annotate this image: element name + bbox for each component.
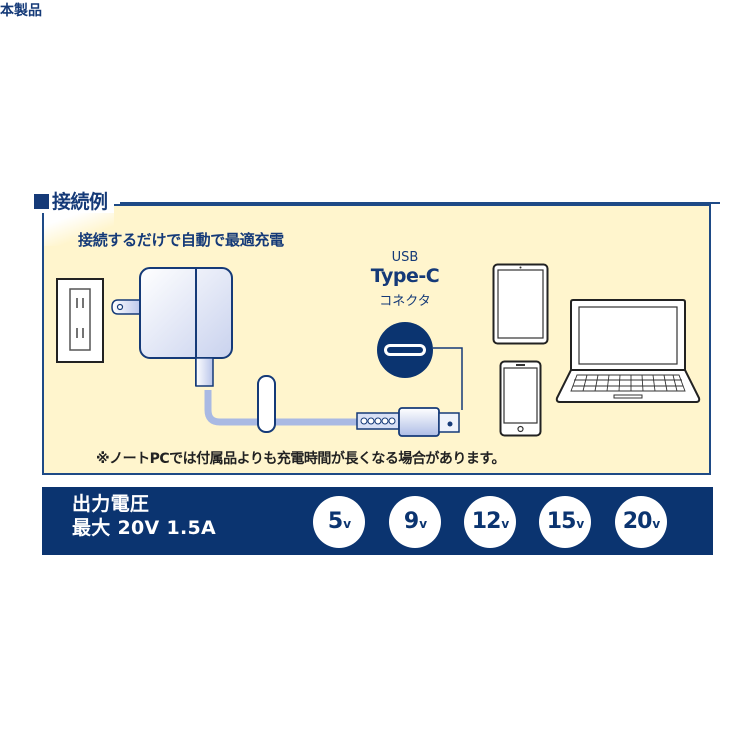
- type-c-label: Type-C: [370, 265, 440, 287]
- voltage-badge-5v: 5v: [313, 496, 365, 548]
- output-voltage-bar: [42, 487, 713, 555]
- ac-adapter-icon: [111, 267, 360, 433]
- square-bullet-icon: [34, 194, 49, 209]
- connector-label: コネクタ: [379, 294, 431, 309]
- product-label: 本製品: [0, 3, 42, 19]
- voltage-badge-9v: 9v: [389, 496, 441, 548]
- usb-c-plug-icon: [356, 407, 460, 437]
- smartphone-icon: [499, 360, 542, 437]
- note-text: ※ノートPCでは付属品よりも充電時間が長くなる場合があります。: [96, 451, 505, 467]
- section-title: 接続例: [34, 191, 114, 213]
- voltage-badge-15v: 15v: [539, 496, 591, 548]
- outlet-icon: [56, 278, 104, 363]
- usb-label: USB: [391, 250, 419, 265]
- max-output-label: 最大 20V 1.5A: [72, 517, 217, 539]
- laptop-icon: [555, 299, 701, 403]
- voltage-badge-12v: 12v: [464, 496, 516, 548]
- output-voltage-title: 出力電圧 最大 20V 1.5A: [72, 492, 216, 540]
- voltage-badge-20v: 20v: [615, 496, 667, 548]
- headline: 接続するだけで自動で最適充電: [78, 231, 284, 249]
- tablet-icon: [492, 263, 549, 345]
- usb-c-port-icon: [377, 322, 463, 410]
- output-voltage-label: 出力電圧: [72, 493, 150, 515]
- title-rule: [120, 202, 720, 204]
